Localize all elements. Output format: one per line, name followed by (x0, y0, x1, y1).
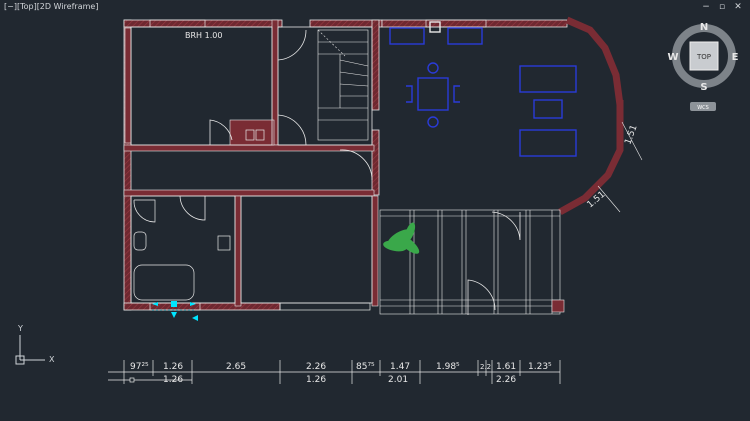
ucs-icon (15, 335, 45, 365)
dim-text: 2.01 (388, 375, 408, 385)
dim-text: 85⁷⁵ (356, 362, 375, 372)
floor-plan: BRH 1.00 (123, 16, 643, 321)
bathroom-fixtures (133, 129, 265, 301)
bay-dim-label: 1.51 (623, 124, 639, 146)
close-button[interactable]: ✕ (734, 2, 742, 12)
dim-text: 1.98⁵ (436, 362, 460, 372)
compass-west[interactable]: W (667, 52, 678, 63)
compass-south[interactable]: S (700, 82, 707, 93)
wcs-menu-button[interactable] (690, 102, 716, 111)
wcs-label: WCS (697, 105, 709, 111)
dim-text: 1.26 (163, 362, 183, 372)
room-label: BRH 1.00 (185, 31, 222, 40)
staircase (317, 29, 369, 141)
room-outlines (130, 26, 373, 304)
dim-text: 97²⁵ (130, 362, 149, 372)
bay-dimensions (597, 121, 643, 213)
door-swings (179, 29, 521, 315)
viewcube-compass-ring[interactable] (672, 24, 736, 88)
viewcube-top-label: TOP (696, 53, 711, 61)
dim-text: 1.26 (163, 375, 183, 385)
dim-text: 2.26 (306, 362, 326, 372)
compass-east[interactable]: E (732, 52, 739, 63)
minimize-button[interactable]: − (702, 2, 710, 12)
dimension-texts: 97²⁵ 1.26 2.65 2.26 85⁷⁵ 1.47 1.98⁵ 2.2 … (130, 362, 552, 385)
pergola (379, 209, 565, 315)
dim-text: 2.2 (480, 363, 491, 371)
viewport-window-controls: − ▫ ✕ (700, 1, 744, 13)
compass-north[interactable]: N (700, 22, 708, 33)
dim-text: 2.26 (496, 375, 516, 385)
furniture (389, 21, 577, 157)
dim-text: 1.26 (306, 375, 326, 385)
dim-text: 1.61 (496, 362, 516, 372)
ucs-x-label: X (49, 355, 55, 364)
viewport-controls-label[interactable]: [−][Top][2D Wireframe] (4, 2, 99, 11)
ucs-y-label: Y (17, 324, 23, 333)
viewcube[interactable]: TOP N S E W WCS (667, 22, 739, 111)
dim-text: 1.23⁵ (528, 362, 552, 372)
dim-text: 2.65 (226, 362, 246, 372)
plant-symbol (383, 222, 420, 254)
dimension-strings (108, 360, 561, 384)
exterior-walls (123, 16, 624, 311)
dim-text: 1.47 (390, 362, 410, 372)
viewcube-top-face[interactable] (689, 41, 719, 71)
restore-button[interactable]: ▫ (718, 2, 726, 12)
interior-walls (123, 19, 379, 307)
selection-grips[interactable] (152, 301, 198, 321)
